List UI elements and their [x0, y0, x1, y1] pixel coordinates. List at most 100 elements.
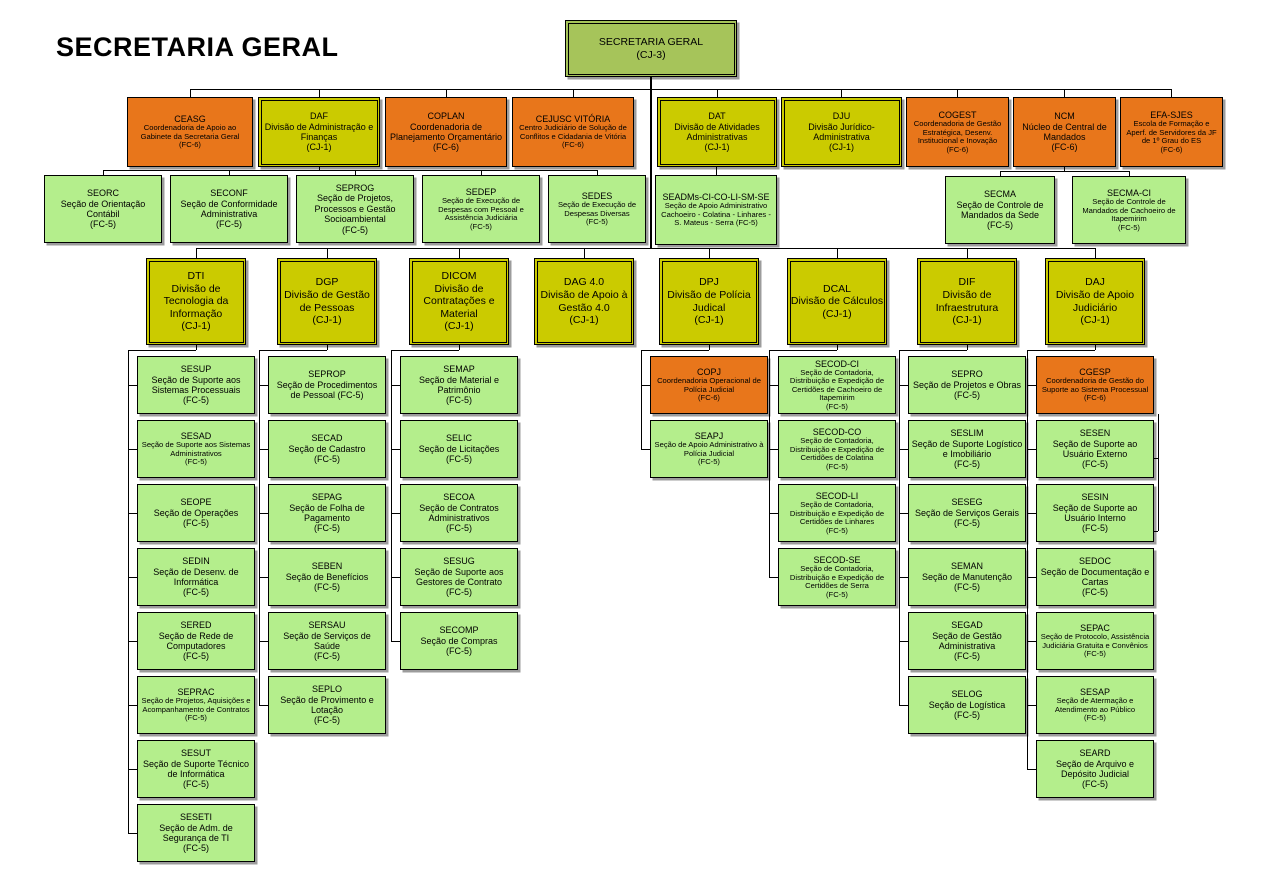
org-node-code: SESEN	[1079, 428, 1111, 439]
org-node-code: NCM	[1054, 111, 1075, 122]
connector-line	[128, 577, 137, 578]
org-node-grade: (CJ-1)	[822, 307, 852, 320]
org-node-code: SESUP	[180, 364, 212, 375]
org-node-grade: (FC-5)	[314, 715, 340, 726]
connector-line	[641, 350, 642, 449]
connector-line	[769, 449, 778, 450]
org-node-desc: Seção de Contadoria, Distribuição e Expe…	[789, 500, 885, 527]
connector-line	[1158, 414, 1159, 531]
org-node-desc: Coordenadoria de Gestão Estratégica, Des…	[913, 119, 1002, 146]
org-node-desc: Divisão de Polícia Judical	[667, 288, 751, 314]
connector-line	[1154, 531, 1158, 532]
org-node-grade: (FC-5)	[954, 390, 980, 401]
org-node-grade: (FC-6)	[562, 140, 584, 150]
connector-line	[1027, 769, 1036, 770]
org-node-grade: (FC-5)	[954, 459, 980, 470]
org-node-code: SEPROP	[308, 369, 346, 380]
org-node-code: DPJ	[699, 276, 719, 289]
org-node-grade: (CJ-1)	[952, 314, 982, 327]
org-node-desc: Seção de Compras	[420, 635, 498, 646]
connector-line	[327, 345, 328, 350]
org-node-grade: (CJ-1)	[569, 314, 599, 327]
connector-line	[259, 641, 268, 642]
connector-line	[1095, 248, 1096, 258]
org-node-desc: Divisão de Cálculos	[790, 295, 884, 308]
org-node-grade: (FC-5)	[446, 646, 472, 657]
org-node-desc: Seção de Execução de Despesas com Pessoa…	[438, 196, 524, 223]
org-node-grade: (CJ-3)	[636, 48, 666, 61]
org-node-code: SESAD	[180, 431, 212, 442]
connector-line	[481, 170, 482, 175]
org-node-grade: (FC-5)	[1084, 713, 1106, 723]
org-node-grade: (CJ-1)	[694, 314, 724, 327]
connector-line	[128, 833, 137, 834]
org-node-desc: Seção de Apoio Administrativo à Polícia …	[654, 440, 764, 458]
org-node-grade: (FC-6)	[1160, 144, 1183, 154]
connector-line	[128, 350, 129, 833]
org-node-desc: Divisão de Administração e Finanças	[264, 121, 374, 142]
org-node-grade: (FC-5)	[954, 518, 980, 529]
connector-line	[355, 170, 356, 175]
org-node-grade: (FC-5)	[954, 710, 980, 721]
connector-line	[1027, 350, 1095, 351]
org-node-desc: Seção de Serviços de Saúde	[283, 630, 371, 651]
org-node-code: SEADMs-CI-CO-LI-SM-SE	[662, 192, 770, 203]
org-node-desc: Divisão de Gestão de Pessoas	[284, 288, 370, 314]
connector-line	[190, 89, 191, 97]
org-node-grade: (FC-5)	[987, 220, 1013, 231]
connector-line	[103, 170, 104, 175]
connector-line	[1027, 449, 1036, 450]
org-node-desc: Seção de Contratos Administrativos	[419, 502, 499, 523]
org-node-code: DAJ	[1085, 276, 1105, 289]
org-node-desc: Escola de Formação e Aperf. de Servidore…	[1126, 119, 1217, 146]
org-node-code: DAT	[708, 111, 726, 122]
org-node-code: CEJUSC VITÓRIA	[535, 114, 611, 125]
org-node-code: CEASG	[174, 114, 206, 125]
org-node-grade: (FC-6)	[946, 144, 969, 154]
org-node-desc: Coordenadoria de Apoio ao Gabinete da Se…	[140, 123, 240, 141]
connector-line	[769, 577, 778, 578]
connector-line	[837, 345, 838, 350]
org-node-grade: (CJ-1)	[704, 142, 730, 153]
org-node-desc: Seção de Suporte Logístico e Imobiliário	[911, 438, 1023, 459]
org-node-desc: Divisão de Apoio Judiciário	[1055, 288, 1135, 314]
org-node-code: SEPLO	[311, 684, 342, 695]
connector-line	[1027, 385, 1036, 386]
connector-line	[709, 248, 710, 258]
org-node-code: SEMAN	[950, 561, 983, 572]
org-node-code: SEAPJ	[694, 431, 724, 442]
org-node-code: SEBEN	[311, 561, 343, 572]
org-node-desc: Seção de Controle de Mandados de Cachoei…	[1082, 197, 1176, 224]
org-node-desc: Seção de Material e Patrimônio	[418, 374, 500, 395]
connector-line	[769, 513, 778, 514]
org-node-grade: (FC-5)	[183, 587, 209, 598]
org-node-code: SEPRO	[951, 369, 983, 380]
connector-line	[1000, 171, 1129, 172]
org-node-desc: Seção de Projetos, Processos e Gestão So…	[314, 193, 396, 225]
org-node-code: SESLIM	[950, 428, 984, 439]
connector-line	[837, 248, 838, 258]
org-node-desc: Divisão de Infraestrutura	[935, 288, 999, 314]
org-node-desc: Divisão de Atividades Administrativas	[674, 121, 760, 142]
org-node-code: DTI	[187, 270, 205, 283]
org-node-grade: (FC-5)	[216, 219, 242, 230]
org-node-code: SECOD-SE	[813, 554, 861, 565]
